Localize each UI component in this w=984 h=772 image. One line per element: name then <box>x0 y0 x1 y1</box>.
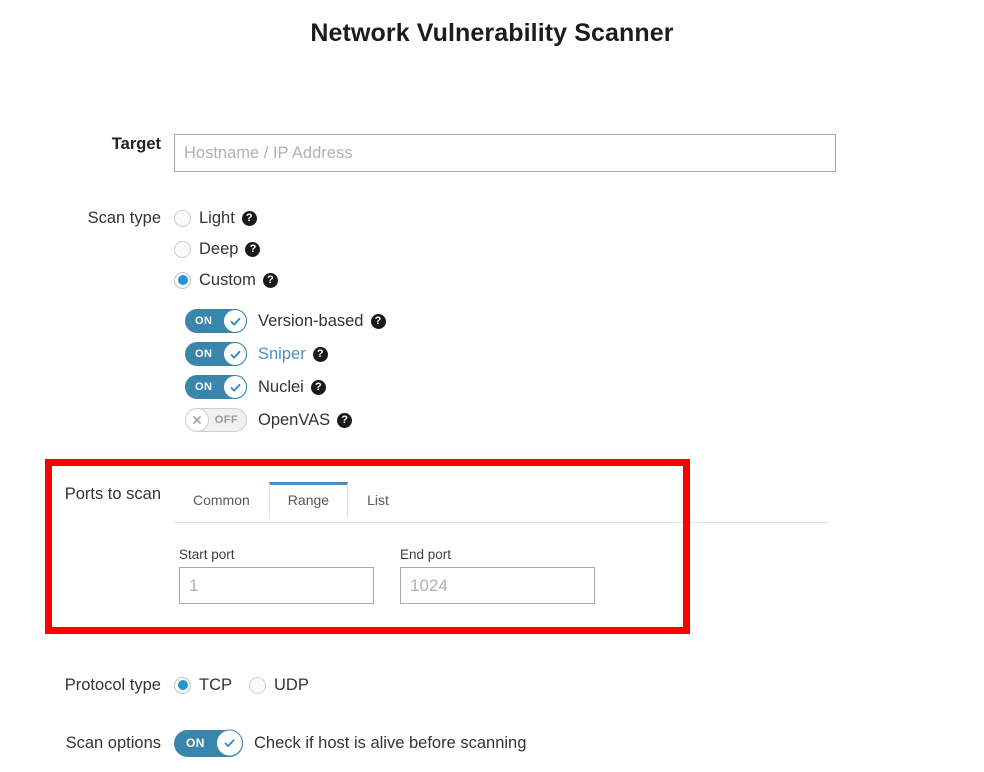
target-row: Target <box>19 134 836 172</box>
toggle-version-based-state: ON <box>195 315 213 327</box>
ports-range-fields: Start port End port <box>174 547 595 604</box>
toggle-nuclei[interactable]: ON <box>185 375 247 399</box>
help-icon-custom[interactable]: ? <box>262 272 278 288</box>
protocol-options: TCP UDP <box>174 672 309 698</box>
check-icon <box>230 383 240 391</box>
end-port-input[interactable] <box>400 567 595 604</box>
radio-custom-label: Custom <box>199 270 256 289</box>
toggle-sniper-state: ON <box>195 348 213 360</box>
toggle-row-nuclei: ON Nuclei ? <box>185 373 386 401</box>
toggle-knob <box>216 729 243 757</box>
help-icon-deep[interactable]: ? <box>245 241 261 257</box>
toggle-nuclei-state: ON <box>195 381 213 393</box>
custom-scan-toggles: ON Version-based ? ON <box>185 307 386 434</box>
scan-type-options: Light ? Deep ? Custom ? ON <box>174 205 386 434</box>
tab-list[interactable]: List <box>367 492 389 508</box>
radio-light-label: Light <box>199 208 235 227</box>
toggle-openvas-state: OFF <box>214 414 238 426</box>
toggle-version-based-label: Version-based <box>258 311 364 330</box>
close-icon <box>193 416 201 424</box>
tab-range[interactable]: Range <box>268 482 349 518</box>
radio-tcp[interactable] <box>174 676 191 694</box>
help-icon-version-based[interactable]: ? <box>370 313 386 329</box>
radio-light[interactable] <box>174 209 191 227</box>
check-icon <box>224 739 235 747</box>
start-port-input[interactable] <box>179 567 374 604</box>
toggle-host-alive-state: ON <box>186 736 205 750</box>
start-port-label: Start port <box>179 547 235 562</box>
radio-tcp-label: TCP <box>199 675 232 694</box>
page-title: Network Vulnerability Scanner <box>310 19 674 47</box>
radio-option-light[interactable]: Light ? <box>174 205 386 231</box>
toggle-row-openvas: OFF OpenVAS ? <box>185 406 386 434</box>
radio-option-udp[interactable]: UDP <box>249 672 309 698</box>
toggle-row-sniper: ON Sniper ? <box>185 340 386 368</box>
toggle-knob <box>223 342 247 366</box>
target-input[interactable] <box>174 134 836 172</box>
radio-option-custom[interactable]: Custom ? <box>174 267 386 293</box>
help-icon-nuclei[interactable]: ? <box>310 379 326 395</box>
check-icon <box>230 350 240 358</box>
toggle-knob <box>185 408 209 432</box>
radio-deep-label: Deep <box>199 239 239 258</box>
end-port-group: End port <box>400 547 595 604</box>
radio-custom[interactable] <box>174 271 191 289</box>
protocol-type-row: Protocol type TCP UDP <box>19 672 309 698</box>
radio-deep[interactable] <box>174 240 191 258</box>
toggle-version-based[interactable]: ON <box>185 309 247 333</box>
tab-common[interactable]: Common <box>193 492 250 508</box>
ports-to-scan-body: Common Range List Start port End port <box>174 481 829 604</box>
ports-to-scan-row: Ports to scan Common Range List Start po… <box>19 481 829 604</box>
scan-type-label: Scan type <box>87 209 161 227</box>
scan-type-row: Scan type Light ? Deep ? Custom ? <box>19 205 386 434</box>
end-port-label: End port <box>400 547 452 562</box>
toggle-openvas[interactable]: OFF <box>185 408 247 432</box>
radio-udp-label: UDP <box>274 675 309 694</box>
tabs-divider <box>174 522 829 523</box>
help-icon-sniper[interactable]: ? <box>312 346 328 362</box>
radio-option-deep[interactable]: Deep ? <box>174 236 386 262</box>
help-icon-light[interactable]: ? <box>241 210 257 226</box>
toggle-row-host-alive: ON Check if host is alive before scannin… <box>174 729 526 757</box>
scan-options-label: Scan options <box>65 734 161 752</box>
target-label: Target <box>111 135 161 153</box>
toggle-row-version-based: ON Version-based ? <box>185 307 386 335</box>
toggle-sniper-label[interactable]: Sniper <box>258 344 306 363</box>
radio-udp[interactable] <box>249 676 266 694</box>
ports-to-scan-label: Ports to scan <box>64 485 161 503</box>
scan-options-row: Scan options ON Check if host is alive b… <box>19 729 526 757</box>
check-icon <box>230 317 240 325</box>
toggle-nuclei-label: Nuclei <box>258 377 304 396</box>
toggle-host-alive[interactable]: ON <box>174 729 243 757</box>
help-icon-openvas[interactable]: ? <box>337 412 353 428</box>
radio-option-tcp[interactable]: TCP <box>174 672 232 698</box>
protocol-type-label: Protocol type <box>64 676 161 694</box>
start-port-group: Start port <box>179 547 374 604</box>
toggle-openvas-label: OpenVAS <box>258 410 331 429</box>
toggle-knob <box>223 375 247 399</box>
toggle-host-alive-label: Check if host is alive before scanning <box>254 733 527 752</box>
toggle-knob <box>223 309 247 333</box>
toggle-sniper[interactable]: ON <box>185 342 247 366</box>
ports-tabs: Common Range List <box>174 481 595 518</box>
